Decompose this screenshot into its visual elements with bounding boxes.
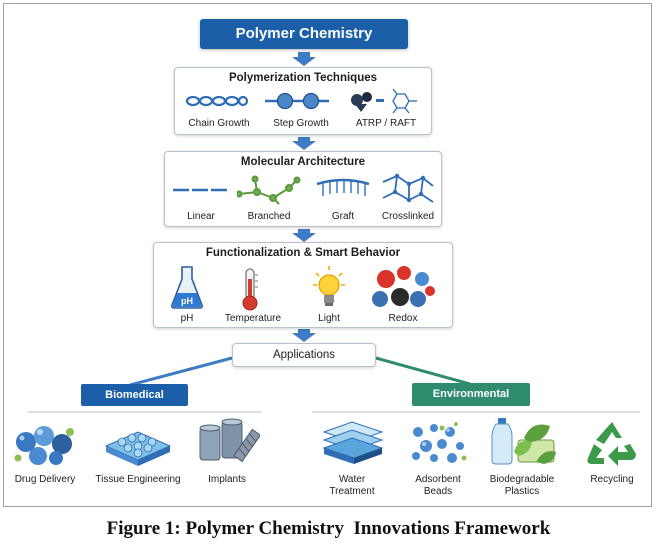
- architecture-label-graft: Graft: [331, 211, 355, 222]
- title-banner: Polymer Chemistry: [200, 19, 408, 49]
- architecture-label-crosslinked: Crosslinked: [381, 211, 435, 222]
- techniques-box: Polymerization Techniques Chain Growth S…: [174, 67, 432, 135]
- biodegradable-plastics-line-1: Biodegradable: [489, 474, 555, 485]
- biomedical-label-tissue-engineering: Tissue Engineering: [95, 474, 181, 485]
- thermometer-icon: [242, 268, 258, 311]
- technique-label-atrp-raft: ATRP / RAFT: [355, 118, 417, 129]
- arrow-title-to-techniques: [292, 52, 316, 66]
- arrow-architecture-to-functionalization: [292, 229, 316, 242]
- title-text: Polymer Chemistry: [235, 25, 373, 42]
- architecture-label-branched: Branched: [247, 211, 291, 222]
- biomedical-label-implants: Implants: [208, 474, 246, 485]
- behavior-label-light: Light: [318, 313, 340, 324]
- water-treatment-line-2: Treatment: [329, 486, 375, 497]
- implants-icon: [199, 418, 260, 463]
- chain-growth-icon: [185, 95, 249, 107]
- step-growth-icon: [265, 92, 329, 110]
- environmental-label-recycling: Recycling: [578, 474, 646, 486]
- behavior-label-redox: Redox: [388, 313, 418, 324]
- applications-title: Applications: [272, 349, 335, 361]
- arrow-functionalization-to-applications: [292, 329, 316, 342]
- drug-delivery-icon: [14, 426, 74, 465]
- crosslinked-polymer-icon: [382, 173, 434, 203]
- functionalization-title: Functionalization & Smart Behavior: [205, 247, 401, 259]
- water-treatment-line-1: Water: [338, 474, 366, 485]
- biomedical-label: Biomedical: [105, 389, 164, 401]
- biodegradable-plastics-icon: [491, 418, 556, 465]
- atrp-raft-icon: [351, 88, 417, 114]
- environmental-label-biodegradable-plastics: Biodegradable Plastics: [480, 474, 564, 498]
- graft-polymer-icon: [316, 178, 370, 196]
- adsorbent-beads-line-2: Beads: [423, 486, 453, 497]
- branch-line-environmental: [375, 356, 471, 386]
- redox-molecules-icon: [372, 266, 435, 307]
- recycling-line-1: Recycling: [590, 474, 634, 485]
- technique-label-chain-growth: Chain Growth: [188, 118, 250, 129]
- behavior-label-temperature: Temperature: [224, 313, 282, 324]
- architecture-box: Molecular Architecture Linear Branched G…: [164, 151, 442, 227]
- environmental-label-adsorbent-beads: Adsorbent Beads: [402, 474, 474, 498]
- biodegradable-plastics-line-2: Plastics: [504, 486, 540, 497]
- environmental-label: Environmental: [432, 388, 510, 400]
- branched-polymer-icon: [237, 175, 301, 205]
- environmental-pill: Environmental: [412, 383, 530, 406]
- functionalization-box: Functionalization & Smart Behavior pH pH…: [153, 242, 453, 328]
- biomedical-label-drug-delivery: Drug Delivery: [14, 474, 76, 485]
- linear-polymer-icon: [173, 188, 227, 192]
- arrow-techniques-to-architecture: [292, 137, 316, 150]
- figure-caption: Figure 1: Polymer Chemistry Innovations …: [106, 518, 551, 539]
- biomedical-pill: Biomedical: [81, 384, 188, 406]
- technique-label-step-growth: Step Growth: [273, 118, 329, 129]
- environmental-label-water-treatment: Water Treatment: [316, 474, 388, 498]
- ph-flask-text: pH: [181, 296, 193, 306]
- branch-line-biomedical: [129, 356, 233, 387]
- architecture-label-linear: Linear: [187, 211, 215, 222]
- architecture-title: Molecular Architecture: [240, 156, 366, 168]
- adsorbent-beads-icon: [412, 422, 467, 463]
- lightbulb-icon: [313, 266, 345, 306]
- recycling-icon: [587, 422, 636, 466]
- ph-flask-icon: pH: [171, 266, 203, 309]
- tissue-engineering-icon: [104, 431, 172, 466]
- applications-box: Applications: [232, 343, 376, 367]
- water-treatment-icon: [322, 421, 384, 464]
- adsorbent-beads-line-1: Adsorbent: [415, 474, 461, 485]
- behavior-label-ph: pH: [180, 313, 194, 324]
- techniques-title: Polymerization Techniques: [228, 72, 378, 84]
